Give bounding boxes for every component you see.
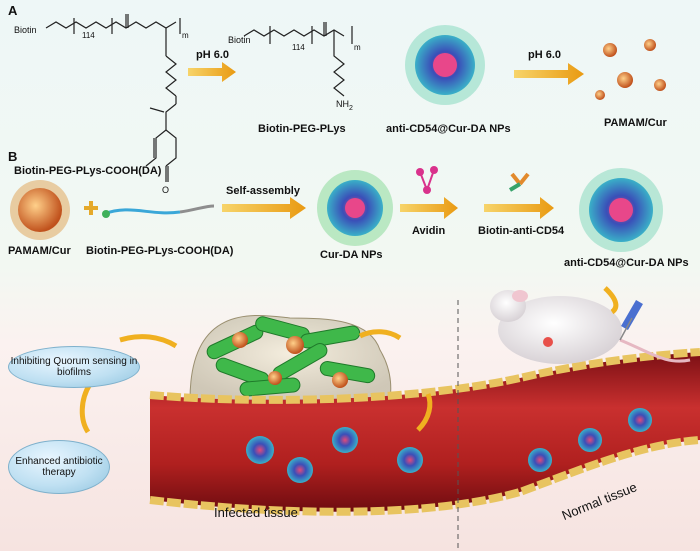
repeat-unit-1: 114 bbox=[82, 31, 95, 40]
process-arrows bbox=[79, 286, 619, 434]
polymer-chain-icon bbox=[102, 204, 215, 218]
biotin-anti-cd54-label: Biotin-anti-CD54 bbox=[478, 225, 565, 237]
arrow-icon-b2 bbox=[400, 197, 458, 219]
arrow-icon-down2 bbox=[79, 382, 93, 434]
arrow-icon-b3 bbox=[484, 197, 554, 219]
self-assembly-label: Self-assembly bbox=[226, 185, 300, 197]
panel-a-label: A bbox=[8, 3, 18, 18]
nanoparticle-a-icon bbox=[405, 25, 485, 105]
mouse-icon bbox=[490, 290, 691, 364]
ph-label-2: pH 6.0 bbox=[528, 49, 562, 61]
avidin-icon bbox=[416, 166, 438, 194]
biotin-peg-plys-structure bbox=[243, 22, 353, 97]
nanoparticle-b-icon bbox=[317, 170, 393, 246]
compound-1-name: Biotin-PEG-PLys-COOH(DA) bbox=[14, 165, 162, 177]
arrow-icon-left2 bbox=[358, 329, 402, 341]
polymer-label: Biotin-PEG-PLys-COOH(DA) bbox=[86, 245, 234, 257]
infected-tissue-label: Infected tissue bbox=[214, 505, 298, 520]
arrow-icon-b1 bbox=[222, 197, 306, 219]
pamam-cur-core-icon bbox=[10, 180, 70, 240]
blood-vessel bbox=[149, 348, 700, 516]
arrow-icon-left bbox=[119, 334, 178, 349]
quorum-sensing-bubble: Inhibiting Quorum sensing in biofilms bbox=[8, 346, 140, 388]
arrow-icon-a1 bbox=[188, 62, 236, 82]
oxygen-atom: O bbox=[162, 185, 170, 195]
repeat-unit-2: 114 bbox=[292, 43, 305, 52]
final-np-label: anti-CD54@Cur-DA NPs bbox=[564, 257, 689, 269]
bacteria-cluster bbox=[206, 316, 376, 397]
ph-label-1: pH 6.0 bbox=[196, 49, 230, 61]
subscript-m-1: m bbox=[182, 31, 189, 40]
biotin-label-1: Biotin bbox=[14, 25, 37, 35]
biofilm-dome bbox=[189, 314, 392, 401]
arrow-icon-a2 bbox=[514, 63, 584, 85]
avidin-label: Avidin bbox=[412, 225, 446, 237]
pamam-cur-dispersed-icon bbox=[595, 39, 666, 100]
compound-2-name: Biotin-PEG-PLys bbox=[258, 123, 346, 135]
antibody-icon bbox=[508, 172, 530, 192]
biotin-peg-plys-cooh-da-structure bbox=[45, 14, 181, 182]
amine-group: NH2 bbox=[336, 99, 353, 112]
pamam-cur-label: PAMAM/Cur bbox=[8, 245, 71, 257]
plus-icon bbox=[84, 201, 98, 215]
nanoparticle-final-icon bbox=[579, 168, 663, 252]
biotin-label-2: Biotin bbox=[228, 35, 251, 45]
panel-b-label: B bbox=[8, 149, 18, 164]
yellow-arrows bbox=[188, 62, 584, 219]
compound-4-name: PAMAM/Cur bbox=[604, 117, 667, 129]
arrow-icon-up bbox=[416, 393, 433, 432]
arrow-icon-down bbox=[603, 286, 619, 315]
syringe-icon bbox=[619, 300, 643, 341]
antibiotic-therapy-bubble: Enhanced antibiotic therapy bbox=[8, 440, 110, 494]
compound-3-name: anti-CD54@Cur-DA NPs bbox=[386, 123, 511, 135]
cur-da-np-label: Cur-DA NPs bbox=[320, 249, 383, 261]
subscript-m-2: m bbox=[354, 43, 361, 52]
